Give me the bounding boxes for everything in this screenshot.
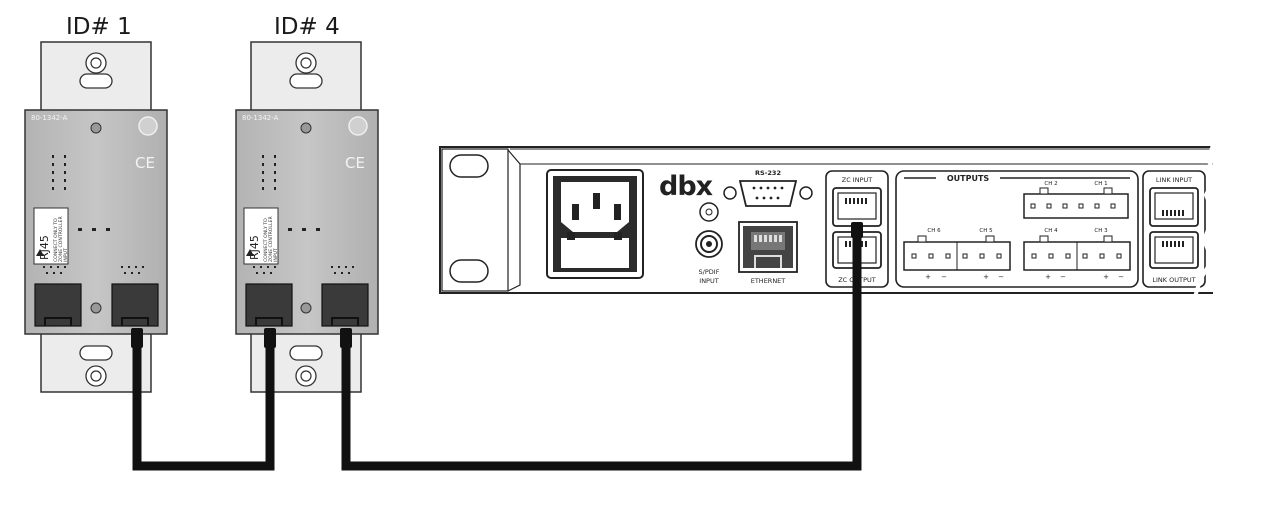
cable-plug (131, 328, 143, 348)
warning-line: INPUT (63, 248, 69, 262)
output-terminal-block-ch4-ch3[interactable] (1023, 235, 1131, 271)
channel-label: CH 6 (927, 228, 941, 234)
rs232-label: RS-232 (755, 169, 781, 177)
outputs-label: OUTPUTS (947, 174, 990, 183)
terminal-sign: − (941, 273, 947, 281)
cable-id4-to-zc-input (341, 232, 862, 471)
link-input-port[interactable] (1149, 187, 1199, 227)
channel-label: CH 1 (1094, 181, 1107, 187)
cert-mark-icon (138, 116, 158, 136)
channel-label: CH 3 (1094, 228, 1108, 234)
brand-logo: dbx (659, 171, 713, 202)
wall-controller-2: 80-1342-A CE RJ45 CONNECT ONLY TO ZONE C… (235, 41, 379, 393)
zc-input-port[interactable] (832, 187, 882, 227)
spdif-label: S/PDIF (699, 268, 720, 276)
rj45-label: RJ45 (248, 235, 261, 260)
warning-line: CONNECT ONLY TO (263, 218, 269, 262)
rs232-port[interactable] (723, 180, 813, 207)
controller-1-id-label: ID# 1 (66, 14, 132, 40)
cable-plug (264, 328, 276, 348)
spdif-label: INPUT (699, 277, 718, 285)
terminal-sign: + (983, 273, 989, 281)
terminal-sign: + (925, 273, 931, 281)
break-edge (1193, 144, 1219, 298)
rj45-jack-left[interactable] (34, 283, 82, 327)
channel-label: CH 5 (979, 228, 993, 234)
part-number: 80-1342-A (31, 114, 68, 122)
wall-controller-1: 80-1342-A CE RJ45 CONNECT ONLY TO ZONE C… (24, 41, 168, 393)
zc-input-label: ZC INPUT (842, 176, 873, 184)
partial-logo-icon (1225, 182, 1244, 211)
terminal-sign: + (1045, 273, 1051, 281)
ce-mark-icon: CE (345, 154, 365, 172)
part-number: 80-1342-A (242, 114, 279, 122)
ce-mark-icon: CE (135, 154, 155, 172)
rj45-jack-left[interactable] (245, 283, 293, 327)
warning-line: ZONE CONTROLLER (268, 216, 274, 262)
cert-mark-icon (348, 116, 368, 136)
ethernet-port[interactable] (738, 221, 798, 273)
terminal-sign: − (998, 273, 1004, 281)
warning-line: CONNECT ONLY TO (53, 218, 59, 262)
terminal-sign: + (1103, 273, 1109, 281)
cables (132, 232, 862, 471)
ethernet-label: ETHERNET (751, 277, 786, 285)
warning-icon (246, 249, 254, 256)
rack-mount-hole (449, 154, 489, 178)
power-inlet[interactable] (546, 169, 644, 279)
terminal-sign: − (1118, 273, 1124, 281)
controller-2-id-label: ID# 4 (274, 14, 340, 40)
terminal-sign: − (1060, 273, 1066, 281)
link-output-port[interactable] (1149, 231, 1199, 269)
rj45-jack-right[interactable] (111, 283, 159, 327)
link-output-label: LINK OUTPUT (1152, 276, 1195, 284)
rack-mount-hole (449, 259, 489, 283)
cable-plug (851, 222, 863, 238)
output-terminal-block-ch6-ch5[interactable] (903, 235, 1011, 271)
spdif-input-jack[interactable] (695, 230, 723, 258)
cable-plug (340, 328, 352, 348)
channel-label: CH 4 (1044, 228, 1058, 234)
warning-line: ZONE CONTROLLER (58, 216, 64, 262)
rj45-label: RJ45 (38, 235, 51, 260)
warning-line: INPUT (273, 248, 279, 262)
cable-id1-to-id4 (132, 344, 275, 471)
link-input-label: LINK INPUT (1156, 176, 1192, 184)
channel-label: CH 2 (1044, 181, 1057, 187)
ground-screw-icon (699, 202, 719, 222)
rj45-jack-right[interactable] (321, 283, 369, 327)
warning-icon (36, 249, 44, 256)
output-terminal-block-ch2-ch1[interactable] (1023, 187, 1129, 219)
